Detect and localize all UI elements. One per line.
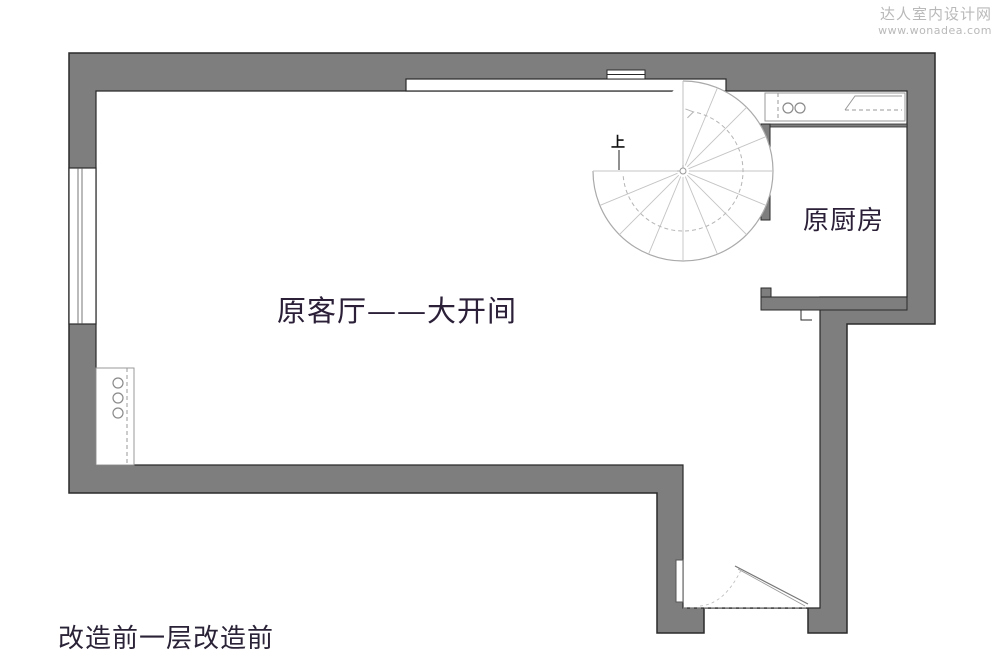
floor-area	[95, 90, 908, 609]
kitchen-label: 原厨房	[803, 206, 885, 236]
burner-icon	[112, 377, 124, 389]
living-room-label: 原客厅——大开间	[277, 294, 518, 328]
stair-up-label: 上	[611, 135, 625, 151]
burner-icon	[794, 102, 806, 114]
west-window	[68, 167, 97, 325]
kitchen-partition-bottom	[760, 296, 908, 311]
kitchen-partition-top	[760, 123, 908, 128]
living-counter	[95, 367, 135, 466]
burner-icon	[112, 392, 124, 404]
entrance-door	[675, 559, 809, 609]
north-window	[405, 69, 727, 92]
kitchen-door-notch	[800, 310, 812, 321]
watermark: 达人室内设计网 www.wonadea.com	[878, 3, 992, 37]
burner-icon	[112, 407, 124, 419]
watermark-brand: 达人室内设计网	[879, 5, 992, 23]
burner-icon	[782, 102, 794, 114]
spiral-stair	[592, 80, 774, 262]
plan-caption: 改造前一层改造前	[58, 624, 275, 654]
watermark-url: www.wonadea.com	[878, 24, 992, 37]
kitchen-counter	[764, 92, 906, 122]
